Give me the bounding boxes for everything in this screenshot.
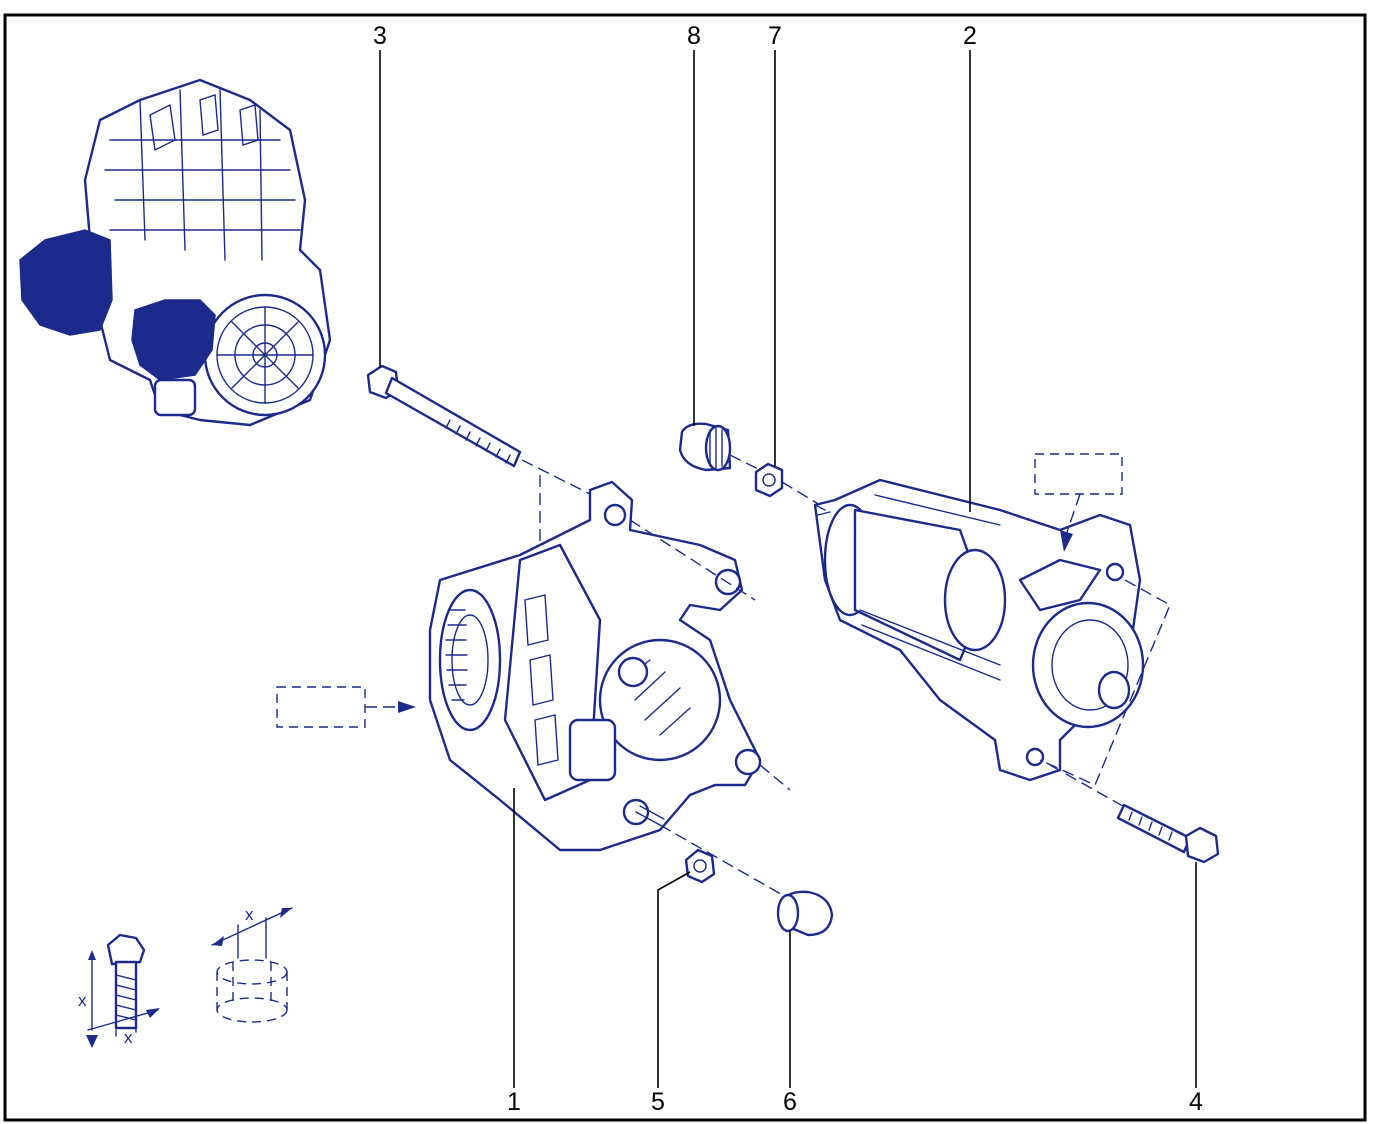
starter-bolt <box>1116 803 1220 864</box>
callout-4: 4 <box>1189 1088 1203 1116</box>
nut-upper <box>754 462 784 498</box>
long-bolt <box>366 364 522 468</box>
starter-motor <box>813 478 1145 782</box>
callout-5: 5 <box>651 1088 665 1116</box>
highlighted-alternator <box>19 229 113 336</box>
callout-6: 6 <box>783 1088 797 1116</box>
diagram-frame <box>3 13 1367 1122</box>
leader-line-5 <box>657 871 691 1088</box>
arrow-to-starter <box>1060 530 1073 552</box>
nut-size-symbol: x <box>245 905 254 924</box>
callout-7: 7 <box>768 22 782 50</box>
callout-1: 1 <box>507 1088 521 1116</box>
callout-2: 2 <box>963 22 977 50</box>
alternator-axis-lower <box>759 764 791 791</box>
starter-bolt-pattern <box>1039 579 1171 786</box>
engine-locator-thumbnail <box>19 78 332 427</box>
nut-lower <box>684 848 716 884</box>
reference-box-left <box>276 686 366 728</box>
alternator-axis-upper <box>629 519 756 601</box>
callout-8: 8 <box>687 22 701 50</box>
bolt-length-symbol: x <box>78 991 87 1010</box>
callout-3: 3 <box>373 22 387 50</box>
highlighted-starter <box>131 299 216 381</box>
nut-dimension-legend <box>211 907 293 1023</box>
reference-box-right <box>1034 453 1123 495</box>
terminal-cap-upper <box>678 422 732 472</box>
alternator <box>428 480 762 852</box>
arrow-to-alternator <box>398 701 416 713</box>
bolt-dimension-legend <box>86 933 160 1048</box>
terminal-cap-lower <box>776 890 834 937</box>
bolt-diameter-symbol: x <box>124 1028 133 1047</box>
alternator-stud-axis <box>659 824 801 906</box>
